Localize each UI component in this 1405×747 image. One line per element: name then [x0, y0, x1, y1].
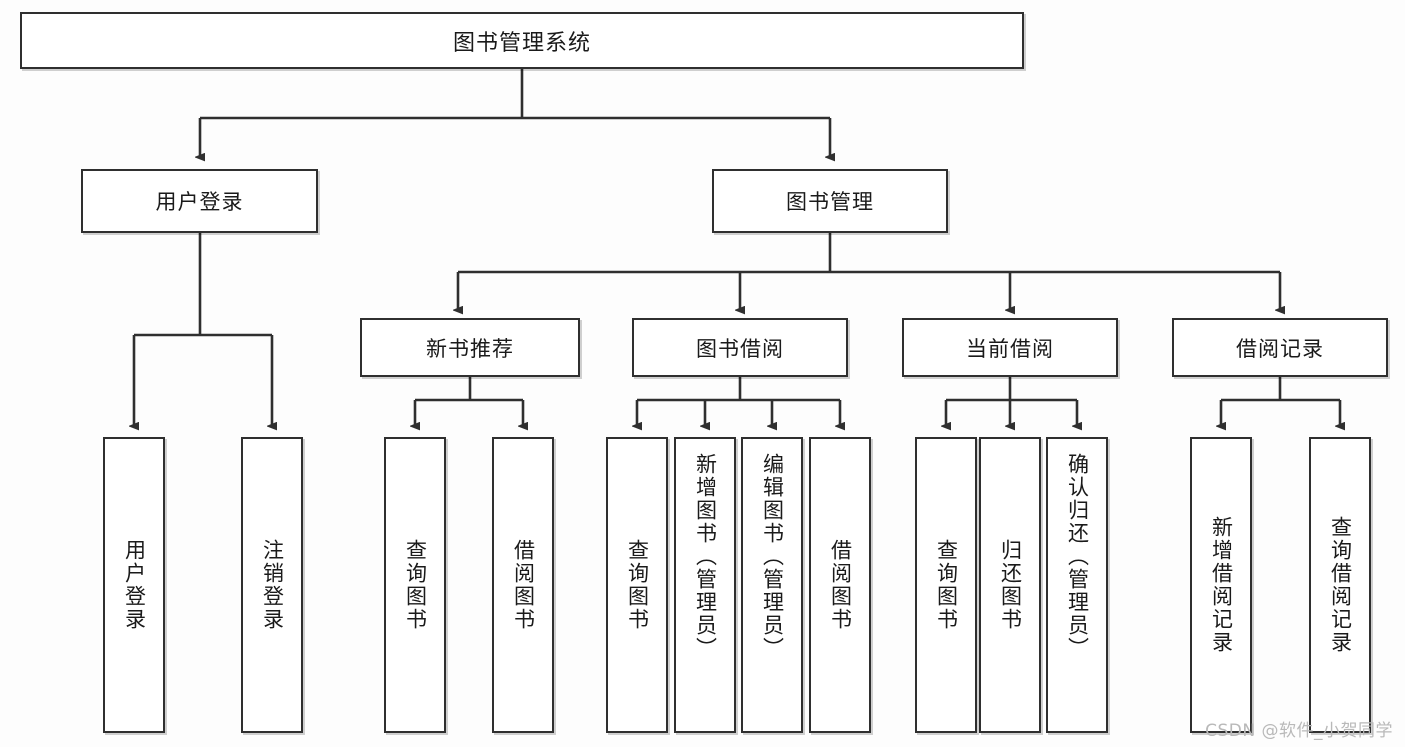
- node-label: 注销登录: [260, 539, 285, 631]
- node-label: 编辑图书（管理员）: [760, 453, 785, 660]
- node-book-borrow[interactable]: 图书借阅: [632, 318, 848, 377]
- node-label: 新书推荐: [426, 336, 514, 361]
- leaf-query-borrow-record[interactable]: 查询借阅记录: [1309, 437, 1371, 733]
- node-root-system[interactable]: 图书管理系统: [20, 12, 1024, 69]
- node-label: 借阅图书: [828, 539, 853, 631]
- node-label: 用户登录: [155, 190, 244, 214]
- node-new-book-recommend[interactable]: 新书推荐: [360, 318, 580, 377]
- node-label: 查询借阅记录: [1328, 516, 1353, 654]
- leaf-borrow-book-recommend[interactable]: 借阅图书: [492, 437, 554, 733]
- node-borrow-record[interactable]: 借阅记录: [1172, 318, 1388, 377]
- node-user-login[interactable]: 用户登录: [81, 169, 318, 233]
- node-label: 借阅记录: [1236, 336, 1324, 361]
- leaf-add-book-admin[interactable]: 新增图书（管理员）: [674, 437, 736, 733]
- leaf-edit-book-admin[interactable]: 编辑图书（管理员）: [741, 437, 803, 733]
- node-current-borrow[interactable]: 当前借阅: [902, 318, 1118, 377]
- leaf-user-login[interactable]: 用户登录: [103, 437, 165, 733]
- node-book-management[interactable]: 图书管理: [712, 169, 948, 233]
- leaf-confirm-return-admin[interactable]: 确认归还（管理员）: [1046, 437, 1108, 733]
- node-label: 用户登录: [122, 539, 147, 631]
- node-label: 图书管理: [786, 190, 874, 214]
- leaf-query-book-current[interactable]: 查询图书: [915, 437, 977, 733]
- node-label: 查询图书: [403, 539, 428, 631]
- leaf-borrow-book[interactable]: 借阅图书: [809, 437, 871, 733]
- leaf-query-book-recommend[interactable]: 查询图书: [384, 437, 446, 733]
- node-label: 图书管理系统: [452, 30, 591, 56]
- node-label: 新增图书（管理员）: [693, 453, 718, 660]
- node-label: 确认归还（管理员）: [1065, 453, 1090, 660]
- watermark: CSDN @软件_小贺同学: [1205, 721, 1393, 741]
- leaf-return-book[interactable]: 归还图书: [979, 437, 1041, 733]
- node-label: 图书借阅: [696, 336, 784, 361]
- node-label: 查询图书: [625, 539, 650, 631]
- node-label: 新增借阅记录: [1209, 516, 1234, 654]
- leaf-query-book-borrow[interactable]: 查询图书: [606, 437, 668, 733]
- leaf-add-borrow-record[interactable]: 新增借阅记录: [1190, 437, 1252, 733]
- node-label: 借阅图书: [511, 539, 536, 631]
- node-label: 查询图书: [934, 539, 959, 631]
- leaf-user-logout[interactable]: 注销登录: [241, 437, 303, 733]
- node-label: 当前借阅: [966, 336, 1054, 361]
- node-label: 归还图书: [998, 539, 1023, 631]
